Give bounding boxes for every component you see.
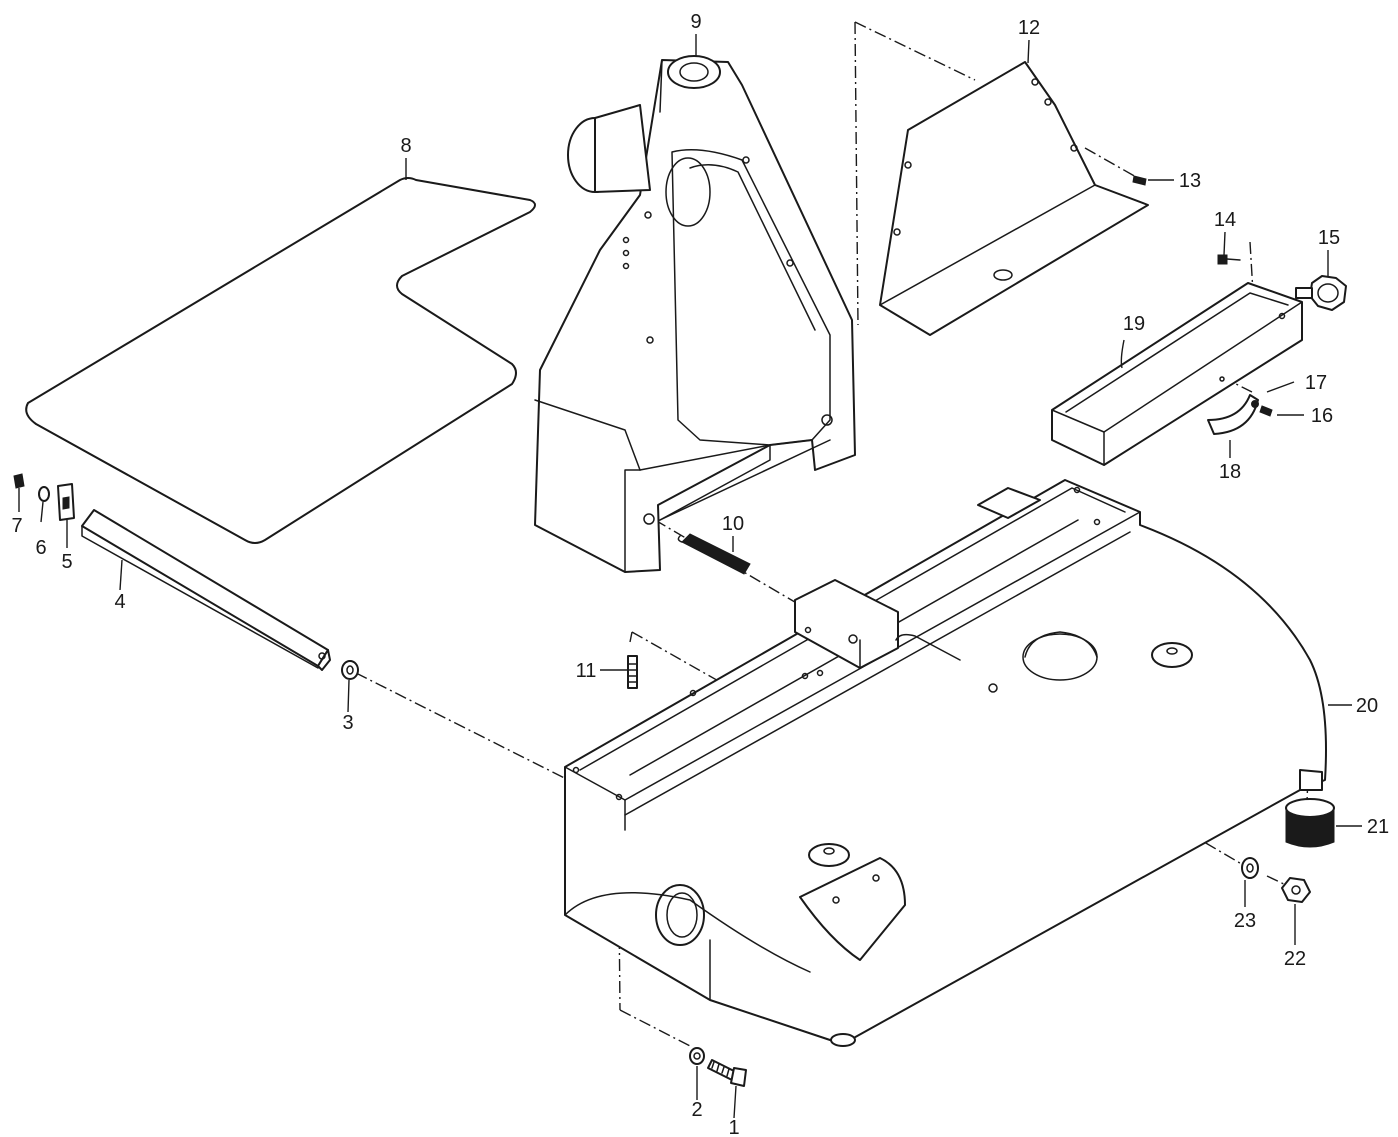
callout-1: 1: [728, 1117, 739, 1137]
callout-5: 5: [61, 551, 72, 573]
callout-23: 23: [1234, 910, 1256, 932]
callout-3: 3: [342, 712, 353, 734]
callout-4: 4: [114, 591, 125, 613]
callout-9: 9: [690, 11, 701, 33]
callout-13: 13: [1179, 170, 1201, 192]
part-11-stud: [627, 655, 638, 689]
part-16-17-screw-washer: [1251, 400, 1273, 417]
callout-14: 14: [1214, 209, 1236, 231]
callout-12: 12: [1018, 17, 1040, 39]
callout-21: 21: [1367, 816, 1389, 838]
part-7-6-5-hardware: [13, 473, 75, 521]
callout-19: 19: [1123, 313, 1145, 335]
callout-15: 15: [1318, 227, 1340, 249]
callout-10: 10: [722, 513, 744, 535]
part-23-washer: [1241, 857, 1259, 879]
callout-18: 18: [1219, 461, 1241, 483]
part-2-1-washer-bolt: [689, 1047, 747, 1087]
part-10-threaded-rod: [677, 533, 751, 575]
callout-2: 2: [691, 1099, 702, 1121]
callout-16: 16: [1311, 405, 1333, 427]
part-21-foot: [1285, 798, 1335, 848]
part-12-cover-plate: [879, 61, 1149, 336]
callout-6: 6: [35, 537, 46, 559]
part-19-tray: [1051, 282, 1303, 466]
part-14-bolt: [1217, 254, 1241, 265]
part-8-table-top: [25, 177, 536, 544]
part-15-knob: [1295, 275, 1347, 311]
part-4-rail: [81, 509, 331, 671]
part-13-screw: [1132, 175, 1147, 186]
callouts: 1 2 3 4 5 6 7 8 9 10 11 12 13 14 15 16 1…: [11, 11, 1389, 1137]
callout-8: 8: [400, 135, 411, 157]
part-20-base: [564, 479, 1327, 1047]
part-9-column: [534, 55, 856, 573]
callout-7: 7: [11, 515, 22, 537]
leader-lines: [18, 34, 1362, 1119]
callout-20: 20: [1356, 695, 1378, 717]
callout-22: 22: [1284, 948, 1306, 970]
part-22-nut: [1281, 877, 1311, 903]
callout-17: 17: [1305, 372, 1327, 394]
callout-11: 11: [576, 660, 597, 682]
part-3-washer: [341, 660, 359, 680]
part-18-bracket: [1207, 394, 1259, 435]
